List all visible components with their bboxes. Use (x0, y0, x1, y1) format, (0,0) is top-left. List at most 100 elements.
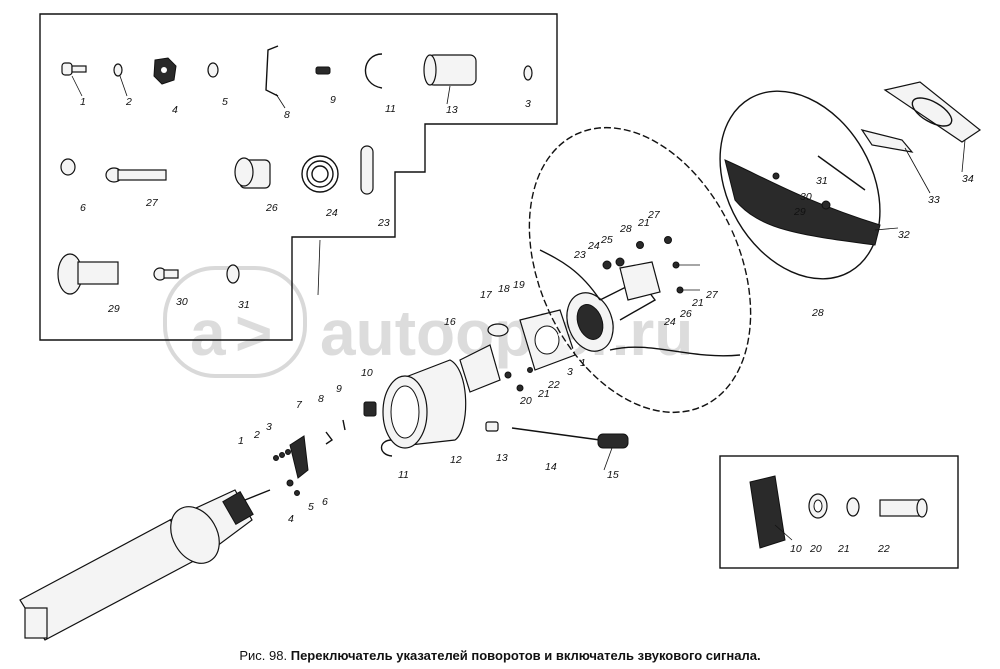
label-main-19: 19 (513, 279, 525, 291)
label-23: 23 (377, 217, 390, 229)
label-main-32: 32 (898, 229, 910, 241)
caption-text: Переключатель указателей поворотов и вкл… (290, 648, 761, 663)
screw-part-1 (61, 62, 87, 76)
label-main-1: 1 (238, 435, 244, 447)
label-26: 26 (265, 202, 278, 214)
clip-part-11-main (380, 439, 393, 457)
figure-caption: Рис. 98. Переключатель указателей поворо… (0, 648, 1000, 663)
label-main-29: 29 (793, 206, 806, 218)
label-main-34: 34 (962, 173, 974, 185)
label-main-2: 2 (253, 429, 260, 441)
inset-frame-bottom (719, 455, 959, 569)
label-22: 22 (877, 543, 890, 555)
knob-part-15 (597, 433, 629, 449)
label-4: 4 (172, 104, 178, 116)
washer-part-31 (226, 264, 240, 284)
nut-part-4 (153, 57, 177, 85)
watermark: a > autoopter.ru (163, 266, 693, 378)
label-main-7: 7 (296, 399, 303, 411)
horn-pad-assembly (719, 81, 982, 280)
leader-lines (71, 75, 966, 541)
label-main-13: 13 (496, 452, 508, 464)
label-main-3: 3 (266, 421, 272, 433)
housing-part-12 (382, 359, 467, 449)
label-main-5: 5 (308, 501, 314, 513)
inset-frame-top (39, 13, 558, 341)
label-main-4: 4 (288, 513, 294, 525)
label-main-21b: 21 (637, 217, 650, 229)
inset-top-parts (57, 45, 533, 295)
label-main-21c: 21 (691, 297, 704, 309)
label-main-27: 27 (647, 209, 661, 221)
label-1: 1 (80, 96, 86, 108)
label-main-30: 30 (800, 191, 812, 203)
label-main-18: 18 (498, 283, 510, 295)
label-21: 21 (837, 543, 850, 555)
cable-part-14 (511, 427, 601, 441)
washer-part-3 (523, 65, 533, 81)
label-2: 2 (125, 96, 132, 108)
label-29: 29 (107, 303, 120, 315)
block-part-10-main (363, 401, 377, 417)
label-main-28: 28 (619, 223, 632, 235)
screw-part-9 (315, 66, 331, 75)
label-main-23: 23 (573, 249, 586, 261)
steering-wheel (526, 124, 754, 416)
label-9: 9 (330, 94, 336, 106)
watermark-arrow: > (235, 297, 272, 369)
label-main-14: 14 (545, 461, 557, 473)
switch-small-parts (273, 419, 346, 496)
label-main-10: 10 (361, 367, 373, 379)
inset-bottom-labels: 10 20 21 22 (790, 543, 890, 555)
sleeve-part-13-main (485, 421, 499, 432)
label-main-12: 12 (450, 454, 462, 466)
inset-bottom-parts (749, 475, 928, 549)
washer-part-5 (207, 62, 219, 78)
switch-mechanism (459, 309, 576, 393)
label-20: 20 (809, 543, 822, 555)
label-6: 6 (80, 202, 86, 214)
washer-part-2 (113, 63, 123, 77)
label-main-16: 16 (444, 316, 456, 328)
steering-column (19, 489, 271, 641)
bracket-part-8 (265, 45, 279, 97)
spring-part-24 (301, 155, 339, 193)
label-main-8: 8 (318, 393, 324, 405)
screw-part-29 (57, 253, 119, 295)
label-main-22: 22 (547, 379, 560, 391)
label-27: 27 (145, 197, 159, 209)
label-main-3b: 3 (567, 366, 573, 378)
label-8: 8 (284, 109, 290, 121)
label-main-24: 24 (587, 240, 600, 252)
label-30: 30 (176, 296, 188, 308)
label-main-25: 25 (600, 234, 613, 246)
screw-part-27 (105, 167, 167, 183)
label-main-15: 15 (607, 469, 619, 481)
label-main-26: 26 (679, 308, 692, 320)
label-main-21: 21 (537, 388, 550, 400)
inset-top-labels: 1 2 4 5 8 9 11 13 3 6 27 26 24 23 29 30 … (80, 94, 531, 315)
hub-parts (602, 236, 684, 301)
washer-part-6 (60, 158, 76, 176)
bushing-part-26 (234, 157, 271, 189)
label-main-11: 11 (398, 469, 409, 481)
label-13: 13 (446, 104, 458, 116)
label-main-31: 31 (816, 175, 828, 187)
label-main-9: 9 (336, 383, 342, 395)
label-5: 5 (222, 96, 228, 108)
label-10: 10 (790, 543, 802, 555)
label-31: 31 (238, 299, 250, 311)
label-main-24b: 24 (663, 316, 676, 328)
caption-number: Рис. 98. (239, 648, 288, 663)
screw-part-30 (153, 267, 179, 281)
label-main-17: 17 (480, 289, 493, 301)
label-main-20: 20 (519, 395, 532, 407)
label-3: 3 (525, 98, 531, 110)
sleeve-part-13 (423, 54, 477, 86)
label-main-1b: 1 (580, 357, 586, 369)
label-main-33: 33 (928, 194, 940, 206)
pin-part-23 (360, 145, 374, 195)
label-main-27b: 27 (705, 289, 719, 301)
label-11: 11 (385, 103, 396, 115)
